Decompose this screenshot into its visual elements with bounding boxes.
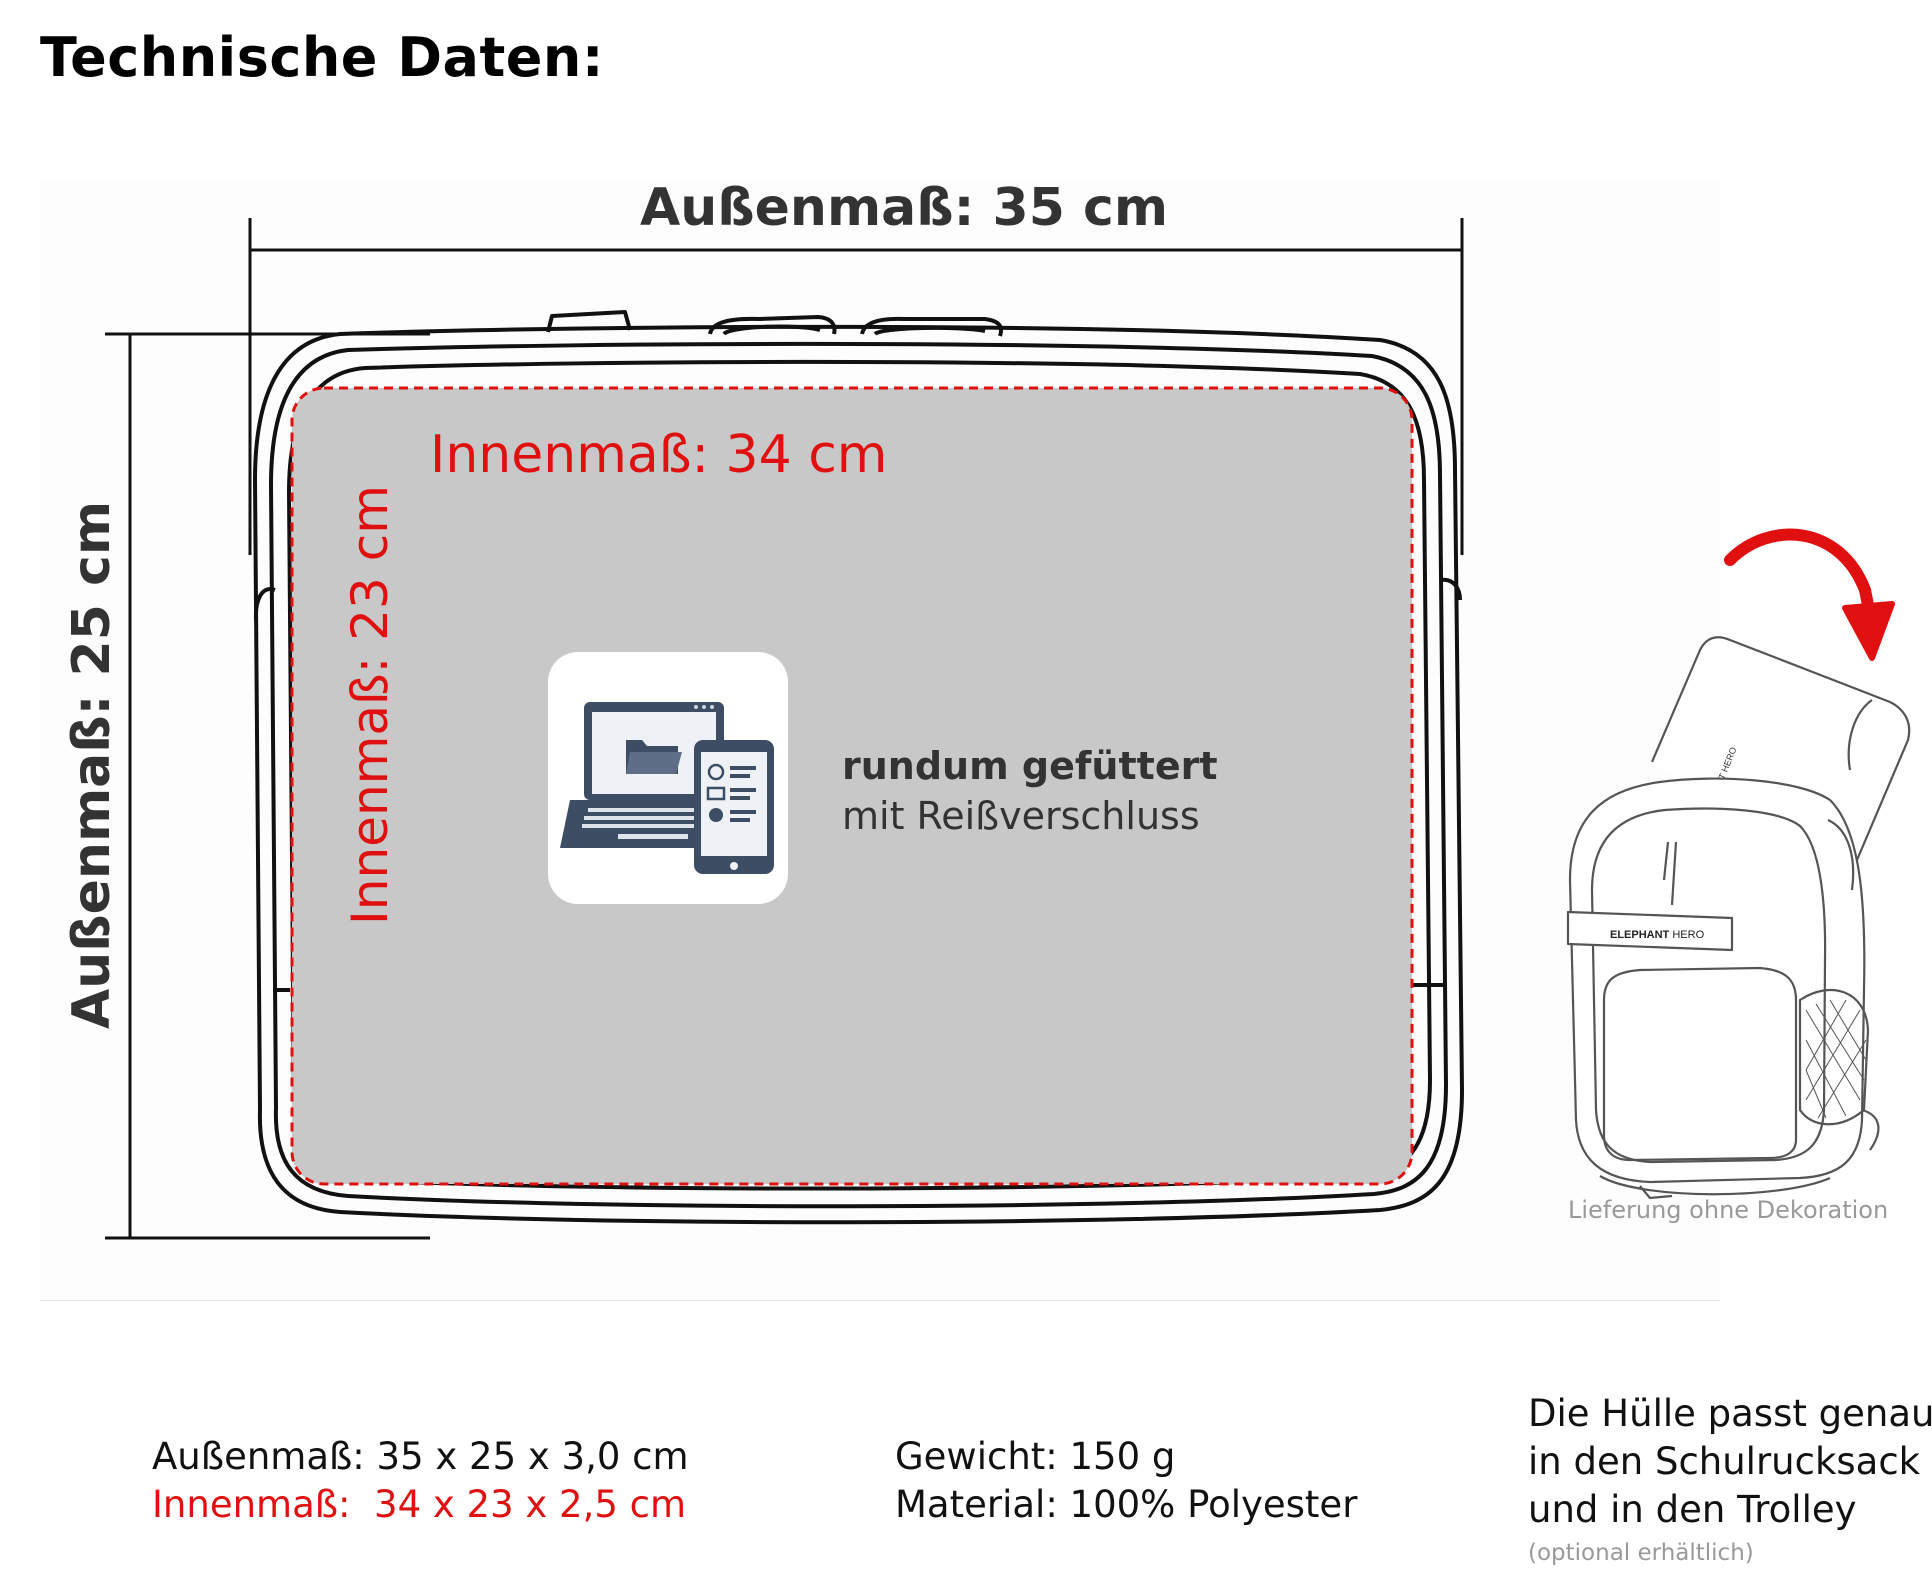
fit-text-line: in den Schulrucksack [1528,1440,1921,1483]
feature-zipper-label: mit Reißverschluss [842,794,1200,838]
decoration-note: Lieferung ohne Dekoration [1568,1196,1889,1224]
spec-weight: Gewicht: 150 g [895,1435,1176,1478]
insert-arrow [1724,528,1895,661]
page-title: Technische Daten: [40,26,604,89]
feature-lined-label: rundum gefüttert [842,744,1218,788]
spec-outer-dimensions: Außenmaß: 35 x 25 x 3,0 cm [152,1435,689,1478]
divider [40,1300,1720,1301]
optional-note: (optional erhältlich) [1528,1540,1754,1566]
spec-inner-dimensions: Innenmaß: 34 x 23 x 2,5 cm [152,1483,687,1526]
spec-material: Material: 100% Polyester [895,1483,1358,1526]
outer-width-label: Außenmaß: 35 cm [640,178,1168,238]
backpack-illustration: T HERO ELEPHANT HERO [1566,636,1911,1200]
laptop-tablet-icon [548,652,788,904]
inner-area [290,386,1414,1186]
backpack-brand-label: ELEPHANT HERO [1610,929,1705,941]
outer-height-label: Außenmaß: 25 cm [62,501,122,1029]
inner-width-label: Innenmaß: 34 cm [430,425,888,485]
fit-text-line: Die Hülle passt genau [1528,1392,1932,1435]
fit-text-line: und in den Trolley [1528,1488,1857,1531]
inner-height-label: Innenmaß: 23 cm [341,485,399,925]
outer-width-dimension-line [248,218,1464,555]
